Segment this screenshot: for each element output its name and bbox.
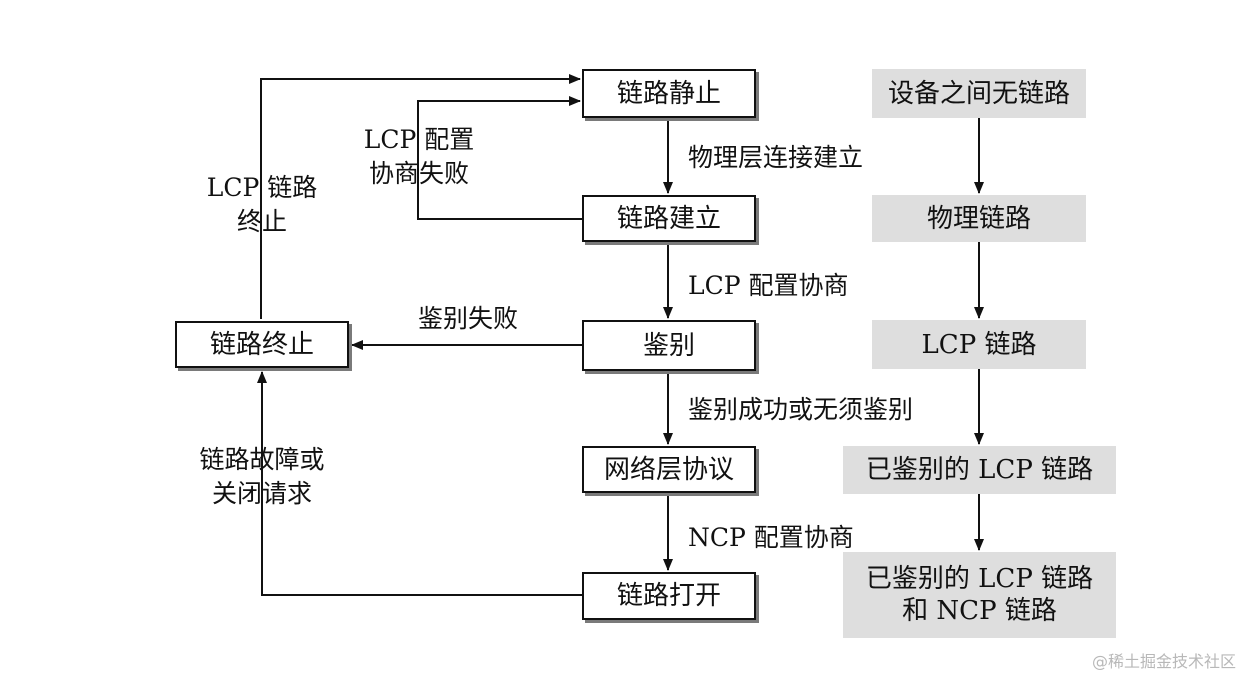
phase-physical-link: 物理链路 [872,195,1086,242]
arrow-lcp-terminate-loop [260,74,581,319]
state-authenticate: 鉴别 [582,320,756,371]
label-lcp-fail-line2: 协商失败 [368,159,469,188]
label-ncp-negotiate: NCP 配置协商 [688,523,854,552]
label-physical-up: 物理层连接建立 [688,143,864,172]
state-link-open: 链路打开 [582,572,756,620]
label-lcp-fail: LCP 配置 协商失败 [356,123,482,191]
label-lcp-terminate-line1: LCP 链路 [206,173,318,202]
label-link-failure: 链路故障或 关闭请求 [180,443,344,511]
phase-authenticated-lcp-ncp-line2: 和 NCP 链路 [902,596,1057,626]
state-network-protocol: 网络层协议 [582,446,756,493]
arrow-link-failure-loop [257,371,582,596]
arrow-lcp-fail-loop [417,96,582,220]
state-link-dead: 链路静止 [582,69,756,118]
label-lcp-terminate-line2: 终止 [236,207,287,236]
label-lcp-fail-line1: LCP 配置 [363,125,475,154]
phase-lcp-link: LCP 链路 [872,320,1086,369]
label-auth-success: 鉴别成功或无须鉴别 [688,395,914,424]
state-link-terminate: 链路终止 [175,321,349,368]
phase-no-link: 设备之间无链路 [872,69,1086,118]
label-auth-fail: 鉴别失败 [418,304,519,333]
label-lcp-negotiate: LCP 配置协商 [688,271,849,300]
phase-authenticated-lcp-ncp-line1: 已鉴别的 LCP 链路 [865,564,1094,594]
phase-authenticated-lcp-ncp-link: 已鉴别的 LCP 链路 和 NCP 链路 [843,552,1116,638]
label-link-failure-line1: 链路故障或 [199,445,325,474]
label-lcp-terminate: LCP 链路 终止 [196,171,328,239]
label-link-failure-line2: 关闭请求 [211,479,312,508]
watermark: @稀土掘金技术社区 [1091,652,1236,671]
state-link-establish: 链路建立 [582,195,756,242]
phase-authenticated-lcp-link: 已鉴别的 LCP 链路 [843,446,1116,494]
